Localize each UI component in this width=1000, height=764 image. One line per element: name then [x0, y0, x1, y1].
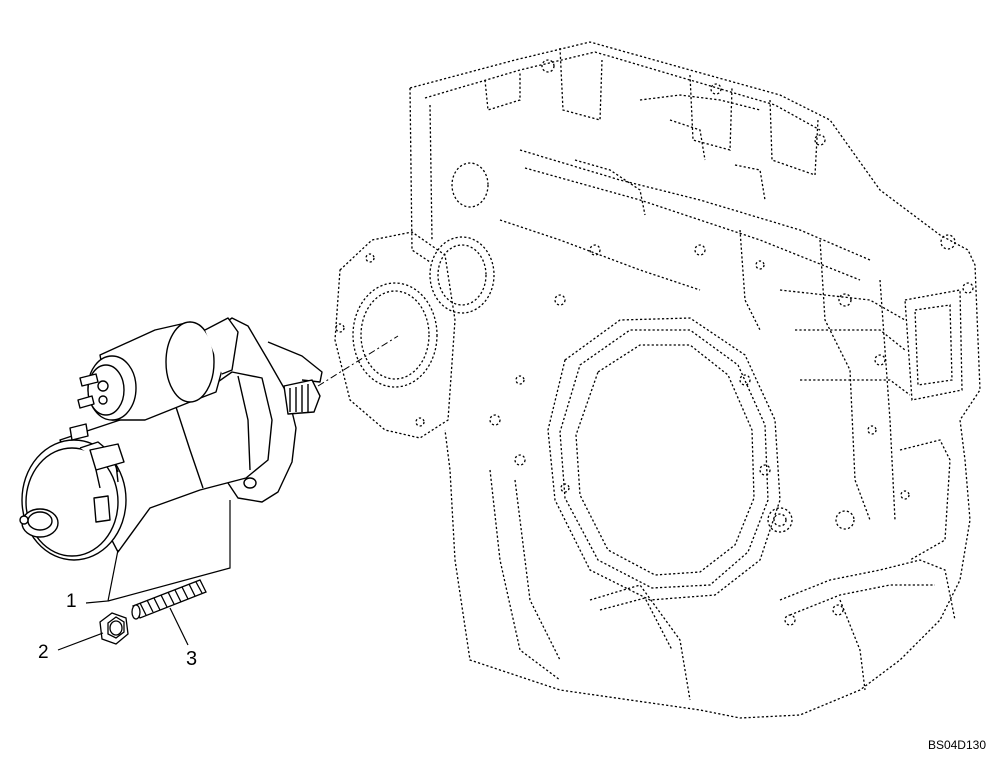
flywheel-housing — [334, 41, 981, 719]
callout-item-1: 1 — [66, 591, 77, 612]
leader-item1 — [85, 549, 119, 604]
hex-nut — [99, 612, 129, 645]
starter-motor — [19, 317, 323, 561]
callout-item-3: 3 — [186, 648, 198, 670]
stud-bolt — [131, 579, 207, 620]
callout-item-2: 2 — [38, 642, 49, 663]
leader-lines — [57, 500, 231, 651]
leader-item1-b — [107, 500, 231, 602]
figure-code: BS04D130 — [927, 738, 986, 752]
alignment-line — [317, 335, 399, 387]
leader-item2 — [57, 632, 104, 651]
leader-item3 — [169, 607, 189, 646]
